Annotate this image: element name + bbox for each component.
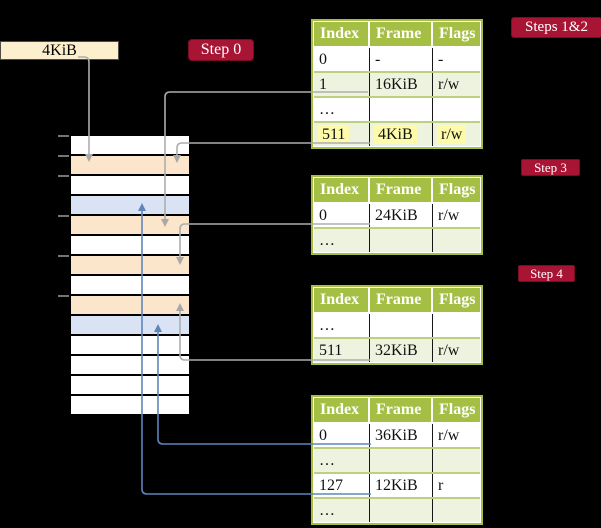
memory-frame-row-white — [71, 336, 189, 354]
table-cell: r/w — [432, 123, 480, 146]
table-row: 0-- — [314, 46, 480, 71]
table-cell: - — [369, 48, 432, 71]
table-cell: r/w — [432, 73, 480, 96]
table-cell: 511 — [314, 123, 369, 146]
badge-step-3-label: Step 3 — [534, 159, 567, 175]
table-cell: r/w — [432, 339, 480, 362]
table-cell: 511 — [314, 339, 369, 362]
table-cell: 0 — [314, 424, 369, 447]
frame-size-label: 4KiB — [42, 41, 77, 59]
memory-frame-row-orange — [71, 256, 189, 274]
table-cell — [432, 449, 480, 472]
table-cell: … — [314, 499, 369, 522]
badge-step-0: Step 0 — [188, 39, 254, 61]
table-cell: r — [432, 474, 480, 497]
table-cell: r/w — [432, 424, 480, 447]
table-cell — [432, 229, 480, 252]
table-cell: 0 — [314, 48, 369, 71]
memory-frame-row-white — [71, 136, 189, 154]
memory-frame-row-blue — [71, 196, 189, 214]
table-header-cell: Flags — [433, 398, 480, 422]
memory-frame-row-orange — [71, 156, 189, 174]
memory-frame-row-orange — [71, 296, 189, 314]
table-row: … — [314, 312, 480, 337]
table-header-cell: Index — [314, 398, 368, 422]
table-header-cell: Frame — [370, 178, 431, 202]
table-cell — [369, 449, 432, 472]
frame-size-label-box: 4KiB — [0, 41, 119, 60]
table-cell — [369, 314, 432, 337]
memory-tick — [58, 295, 69, 297]
table-header-cell: Flags — [433, 178, 480, 202]
memory-frame-row-white — [71, 356, 189, 374]
table-header-cell: Index — [314, 288, 368, 312]
table-cell — [432, 314, 480, 337]
table-cell — [369, 499, 432, 522]
table-cell — [369, 229, 432, 252]
memory-frame-row-blue — [71, 316, 189, 334]
table-header-cell: Flags — [433, 288, 480, 312]
badge-step-0-label: Step 0 — [200, 41, 242, 58]
table-cell — [432, 98, 480, 121]
memory-tick — [58, 215, 69, 217]
table-cell: 16KiB — [369, 73, 432, 96]
memory-frame-row-orange — [71, 216, 189, 234]
table-row: … — [314, 227, 480, 252]
table-cell: … — [314, 229, 369, 252]
memory-frame-row-white — [71, 376, 189, 394]
table-cell: r/w — [432, 204, 480, 227]
badge-steps-1-2-label: Steps 1&2 — [525, 19, 588, 35]
table-cell: 1 — [314, 73, 369, 96]
table-cell — [369, 98, 432, 121]
table-row: … — [314, 447, 480, 472]
table-header-cell: Frame — [370, 398, 431, 422]
table-cell: … — [314, 314, 369, 337]
memory-frame-row-white — [71, 236, 189, 254]
memory-tick — [58, 135, 69, 137]
table-header-cell: Flags — [433, 22, 480, 46]
table-cell: 24KiB — [369, 204, 432, 227]
memory-tick — [58, 255, 69, 257]
table-cell: … — [314, 449, 369, 472]
table-cell: … — [314, 98, 369, 121]
table-cell: 127 — [314, 474, 369, 497]
badge-step-4-label: Step 4 — [530, 265, 563, 281]
table-header-cell: Index — [314, 22, 368, 46]
table-cell: 36KiB — [369, 424, 432, 447]
table-header-cell: Index — [314, 178, 368, 202]
memory-frame-row-white — [71, 176, 189, 194]
physical-memory-column — [69, 134, 191, 416]
memory-frame-row-white — [71, 396, 189, 414]
table-cell: 12KiB — [369, 474, 432, 497]
memory-tick — [58, 155, 69, 157]
table-cell — [432, 499, 480, 522]
memory-frame-row-white — [71, 276, 189, 294]
table-cell: 4KiB — [369, 123, 432, 146]
badge-steps-1-2: Steps 1&2 — [511, 17, 601, 38]
table-row: … — [314, 96, 480, 121]
table-cell: - — [432, 48, 480, 71]
badge-step-4: Step 4 — [518, 265, 575, 282]
table-header-cell: Frame — [370, 288, 431, 312]
table-header-cell: Frame — [370, 22, 431, 46]
table-cell: 32KiB — [369, 339, 432, 362]
memory-tick — [58, 175, 69, 177]
badge-step-3: Step 3 — [521, 159, 580, 176]
table-row: … — [314, 497, 480, 522]
table-cell: 0 — [314, 204, 369, 227]
